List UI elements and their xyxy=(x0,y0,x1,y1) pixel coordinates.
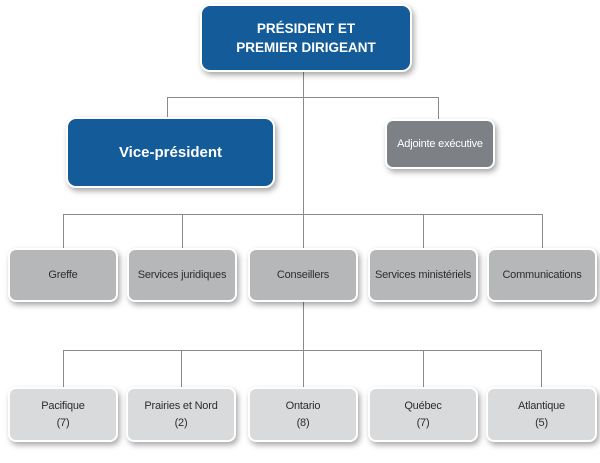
connector-level3-horizontal xyxy=(63,214,543,215)
node-services-ministeriels: Services ministériels xyxy=(368,248,478,302)
president-label-line1: PRÉSIDENT ET xyxy=(256,21,356,36)
quebec-count: (7) xyxy=(416,416,430,429)
connector-drop-adjointe xyxy=(438,97,439,120)
connector-drop-pacifique xyxy=(63,350,64,387)
node-vice-president: Vice-président xyxy=(66,117,275,188)
node-ontario: Ontario (8) xyxy=(248,387,358,442)
connector-level4-horizontal xyxy=(63,350,542,351)
communications-label: Communications xyxy=(502,269,582,281)
connector-drop-greffe xyxy=(63,214,64,248)
node-prairies-nord: Prairies et Nord (2) xyxy=(126,387,236,442)
connector-drop-prairies xyxy=(181,350,182,387)
node-services-juridiques: Services juridiques xyxy=(127,248,237,302)
atlantique-label: Atlantique xyxy=(518,399,565,412)
ontario-count: (8) xyxy=(296,416,310,429)
greffe-label: Greffe xyxy=(48,269,78,281)
connector-drop-atlantique xyxy=(541,350,542,387)
node-quebec: Québec (7) xyxy=(368,387,478,442)
prairies-nord-count: (2) xyxy=(174,416,188,429)
node-pacifique: Pacifique (7) xyxy=(8,387,118,442)
services-juridiques-label: Services juridiques xyxy=(137,269,227,281)
connector-drop-quebec xyxy=(423,350,424,387)
node-communications: Communications xyxy=(487,248,597,302)
atlantique-count: (5) xyxy=(535,416,548,429)
conseillers-label: Conseillers xyxy=(276,269,330,281)
vice-president-label: Vice-président xyxy=(118,144,223,161)
ontario-label: Ontario xyxy=(285,399,321,412)
connector-spine-bottom xyxy=(303,302,304,387)
node-conseillers: Conseillers xyxy=(248,248,358,302)
connector-level2-horizontal xyxy=(167,97,439,98)
node-atlantique: Atlantique (5) xyxy=(486,387,597,442)
connector-drop-services-juridiques xyxy=(182,214,183,248)
executive-assistant-label: Adjointe exécutive xyxy=(397,138,483,150)
connector-spine-top xyxy=(303,72,304,248)
connector-drop-vice-president xyxy=(167,97,168,118)
node-president: PRÉSIDENT ET PREMIER DIRIGEANT xyxy=(200,4,412,72)
pacifique-label: Pacifique xyxy=(41,399,85,412)
connector-drop-communications xyxy=(542,214,543,248)
connector-drop-services-ministeriels xyxy=(423,214,424,248)
pacifique-count: (7) xyxy=(56,416,70,429)
node-greffe: Greffe xyxy=(8,248,118,302)
president-label-line2: PREMIER DIRIGEANT xyxy=(236,40,376,55)
quebec-label: Québec xyxy=(404,399,442,412)
node-executive-assistant: Adjointe exécutive xyxy=(385,119,495,169)
prairies-nord-label: Prairies et Nord xyxy=(144,399,218,412)
services-ministeriels-label: Services ministériels xyxy=(374,269,472,281)
